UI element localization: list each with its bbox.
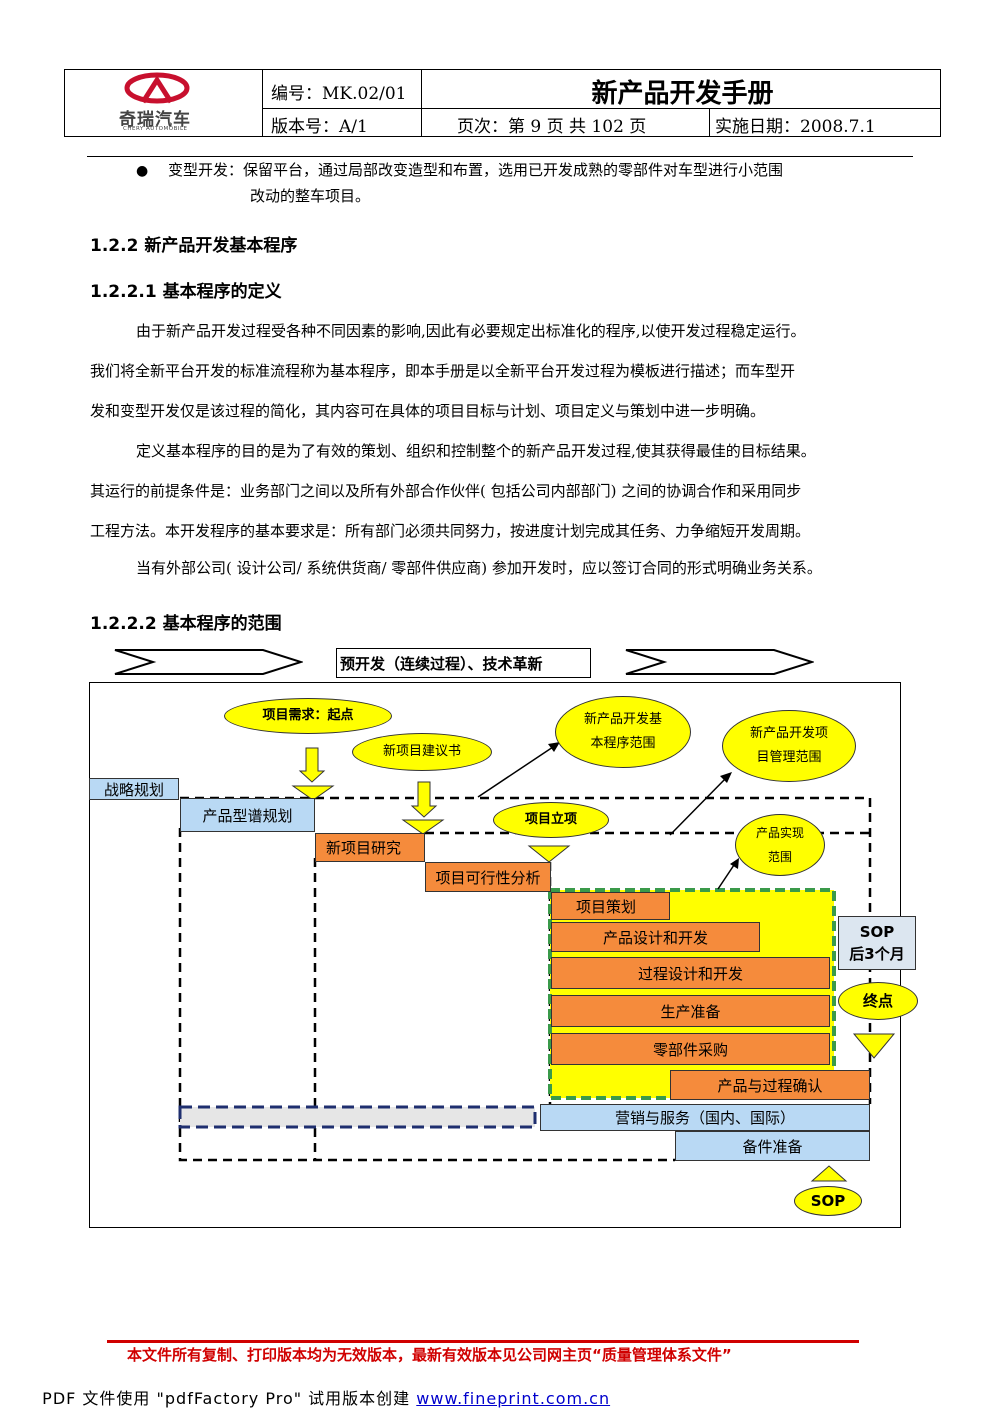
chery-logo-icon: [124, 72, 190, 104]
box-spare-parts-preparation: 备件准备: [675, 1131, 870, 1161]
box-product-spectrum-planning: 产品型谱规划: [180, 798, 315, 832]
pm-scope-line-1: 新产品开发项: [749, 726, 828, 741]
pdf-watermark: PDF 文件使用 "pdfFactory Pro" 试用版本创建 www.fin…: [30, 1366, 610, 1409]
paragraph-3-line-1: 当有外部公司( 设计公司/ 系统供货商/ 零部件供应商) 参加开发时，应以签订合…: [136, 559, 822, 577]
effective-date: 实施日期：2008.7.1: [715, 117, 876, 137]
basic-scope-line-2: 本程序范围: [590, 736, 656, 751]
header-table: 奇瑞汽车 CHERY AUTOMOBILE 编号：MK.02/01 新产品开发手…: [64, 69, 941, 137]
bullet-dot: ●: [136, 163, 149, 179]
pre-development-banner: 预开发（连续过程）、技术革新: [336, 648, 591, 678]
left-chevron-arrow: [114, 649, 303, 675]
ellipse-sop: SOP: [794, 1186, 862, 1216]
heading-1-2-2: 1.2.2 新产品开发基本程序: [90, 236, 298, 256]
paragraph-1-line-3: 发和变型开发仅是该过程的简化，其内容可在具体的项目目标与计划、项目定义与策划中进…: [90, 402, 766, 420]
ellipse-basic-program-scope: 新产品开发基 本程序范围: [555, 696, 691, 768]
document-title: 新产品开发手册: [591, 79, 774, 109]
box-strategic-planning: 战略规划: [89, 778, 179, 800]
header-divider: [87, 156, 913, 157]
sop-after-line-2: 后3个月: [849, 945, 905, 963]
doc-number: 编号：MK.02/01: [271, 84, 407, 104]
box-parts-procurement: 零部件采购: [551, 1033, 830, 1065]
chery-logo: 奇瑞汽车 CHERY AUTOMOBILE: [105, 72, 225, 136]
box-project-planning: 项目策划: [551, 892, 670, 920]
ellipse-new-project-proposal: 新项目建议书: [352, 733, 492, 771]
ellipse-product-realization-scope: 产品实现 范围: [735, 814, 825, 876]
ellipse-end-point: 终点: [838, 982, 918, 1020]
heading-1-2-2-1: 1.2.2.1 基本程序的定义: [90, 282, 282, 302]
page-info: 页次：第 9 页 共 102 页: [457, 117, 647, 137]
basic-scope-line-1: 新产品开发基: [583, 712, 662, 727]
right-chevron-arrow: [625, 649, 814, 675]
bullet-line-2: 改动的整车项目。: [250, 187, 371, 205]
paragraph-2-line-2: 其运行的前提条件是：业务部门之间以及所有外部合作伙伴( 包括公司内部部门) 之间…: [90, 482, 802, 500]
paragraph-1-line-2: 我们将全新平台开发的标准流程称为基本程序，即本手册是以全新平台开发过程为模板进行…: [90, 362, 796, 380]
sop-after-line-1: SOP: [859, 923, 895, 941]
bullet-line-1: 变型开发：保留平台，通过局部改变造型和布置，选用已开发成熟的零部件对车型进行小范…: [168, 161, 784, 179]
box-feasibility-analysis: 项目可行性分析: [425, 862, 551, 892]
pm-scope-line-2: 目管理范围: [756, 750, 822, 765]
box-process-design-development: 过程设计和开发: [551, 957, 830, 989]
box-sop-after-3-months: SOP 后3个月: [838, 916, 916, 970]
ellipse-project-approval: 项目立项: [493, 802, 609, 838]
realize-line-1: 产品实现: [755, 826, 804, 840]
logo-text: 奇瑞汽车: [119, 110, 191, 130]
paragraph-1-line-1: 由于新产品开发过程受各种不同因素的影响,因此有必要规定出标准化的程序,以使开发过…: [136, 322, 806, 340]
watermark-text: PDF 文件使用 "pdfFactory Pro" 试用版本创建: [42, 1389, 417, 1408]
footer-notice: 本文件所有复制、打印版本均为无效版本，最新有效版本见公司网主页“质量管理体系文件…: [127, 1346, 732, 1364]
box-production-preparation: 生产准备: [551, 995, 830, 1027]
ellipse-project-demand-start: 项目需求：起点: [224, 698, 392, 734]
realize-line-2: 范围: [767, 850, 792, 864]
paragraph-2-line-1: 定义基本程序的目的是为了有效的策划、组织和控制整个的新产品开发过程,使其获得最佳…: [136, 442, 816, 460]
paragraph-2-line-3: 工程方法。本开发程序的基本要求是：所有部门必须共同努力，按进度计划完成其任务、力…: [90, 522, 811, 540]
box-product-process-validation: 产品与过程确认: [670, 1070, 870, 1100]
version-number: 版本号：A/1: [271, 117, 368, 137]
box-new-project-research: 新项目研究: [315, 833, 425, 862]
footer-red-rule: [107, 1340, 859, 1343]
box-marketing-service: 营销与服务（国内、国际）: [540, 1104, 870, 1131]
box-product-design-development: 产品设计和开发: [551, 922, 760, 952]
heading-1-2-2-2: 1.2.2.2 基本程序的范围: [90, 614, 282, 634]
ellipse-project-management-scope: 新产品开发项 目管理范围: [722, 710, 856, 782]
logo-subtext: CHERY AUTOMOBILE: [123, 126, 188, 132]
fineprint-link[interactable]: www.fineprint.com.cn: [416, 1389, 611, 1408]
